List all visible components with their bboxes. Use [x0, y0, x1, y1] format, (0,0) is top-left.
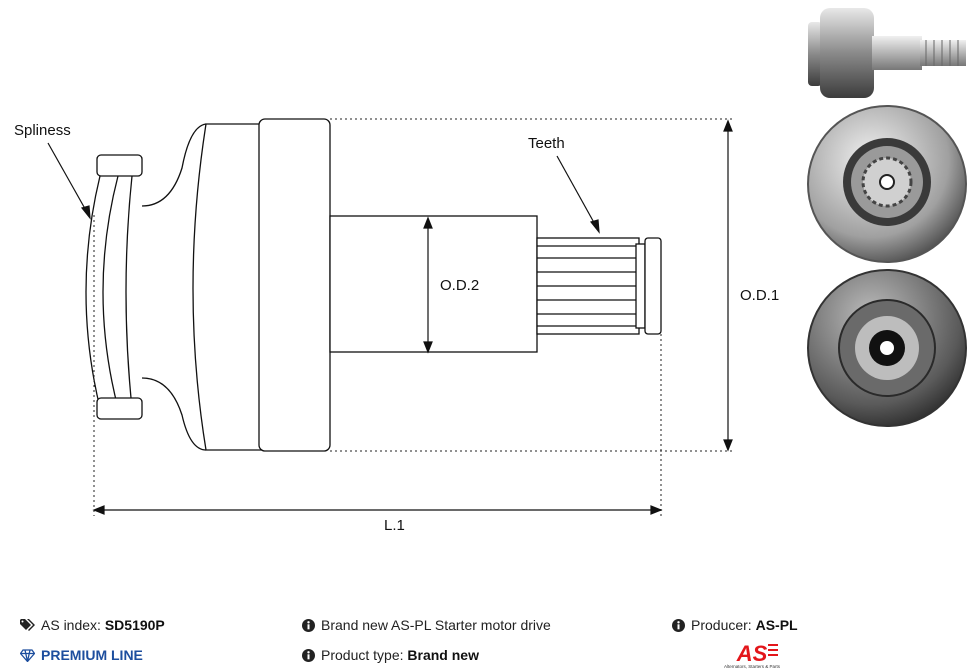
teeth-label: Teeth	[528, 135, 565, 152]
tags-icon	[20, 619, 35, 631]
teeth-end	[644, 237, 662, 335]
producer-label: Producer:	[691, 617, 752, 633]
description: Brand new AS-PL Starter motor drive	[302, 616, 551, 634]
description-text: Brand new AS-PL Starter motor drive	[321, 617, 551, 633]
product-photo-back	[807, 269, 967, 427]
spliness-label: Spliness	[14, 122, 71, 139]
l1-label: L.1	[384, 517, 405, 534]
bottom-tab	[96, 397, 143, 420]
product-type-label: Product type:	[321, 647, 404, 663]
product-type: Product type: Brand new	[302, 646, 479, 664]
premium-line: PREMIUM LINE	[20, 646, 143, 664]
as-logo: AS Alternators, Starters & Parts	[724, 641, 781, 669]
producer: Producer: AS-PL	[672, 616, 798, 634]
gem-icon	[20, 649, 35, 662]
pinion-body	[258, 118, 331, 452]
logo-tagline: Alternators, Starters & Parts	[724, 664, 781, 669]
producer-value: AS-PL	[755, 617, 798, 633]
od1-label: O.D.1	[740, 287, 779, 304]
clutch-housing	[192, 123, 263, 451]
spliness-leader	[47, 142, 89, 215]
spline-flange	[102, 175, 119, 409]
info-circle-icon	[302, 619, 315, 632]
logo-text: AS	[736, 641, 768, 666]
product-type-value: Brand new	[407, 647, 479, 663]
as-index-label: AS index:	[41, 617, 101, 633]
premium-line-label: PREMIUM LINE	[41, 647, 143, 663]
product-photo-side	[808, 8, 966, 98]
shaft	[329, 215, 538, 353]
technical-drawing: Spliness Teeth O.D.2 O.D.1 L.1	[14, 118, 779, 534]
teeth-leader	[556, 155, 598, 229]
od2-label: O.D.2	[440, 277, 479, 294]
as-index: AS index: SD5190P	[20, 616, 165, 634]
product-photo-front	[807, 105, 967, 263]
info-circle-icon	[302, 649, 315, 662]
as-index-value: SD5190P	[104, 617, 165, 633]
top-tab	[96, 154, 143, 177]
info-circle-icon	[672, 619, 685, 632]
